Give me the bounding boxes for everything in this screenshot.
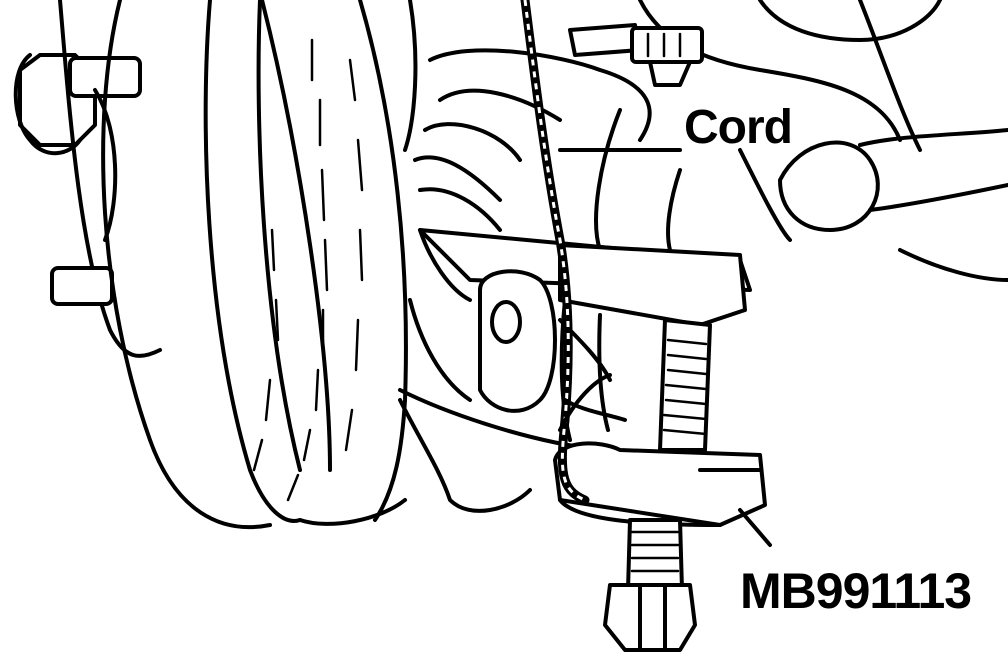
connector-plug [630, 26, 704, 64]
wheel-hub [13, 0, 162, 358]
tool-nut [603, 583, 697, 652]
cord-label: Cord [684, 101, 793, 154]
cord [520, 0, 682, 505]
tool-upper-jaw [558, 243, 747, 327]
tool-part-number-label: MB991113 [740, 563, 972, 619]
tool-lower-bolt [626, 518, 684, 592]
brake-disc [101, 0, 418, 530]
lug-stud-lower [50, 266, 114, 306]
ball-joint-housing [478, 269, 557, 413]
special-tool [553, 243, 772, 652]
ball-joint-stud [490, 300, 522, 344]
steering-knuckle [413, 0, 1008, 282]
